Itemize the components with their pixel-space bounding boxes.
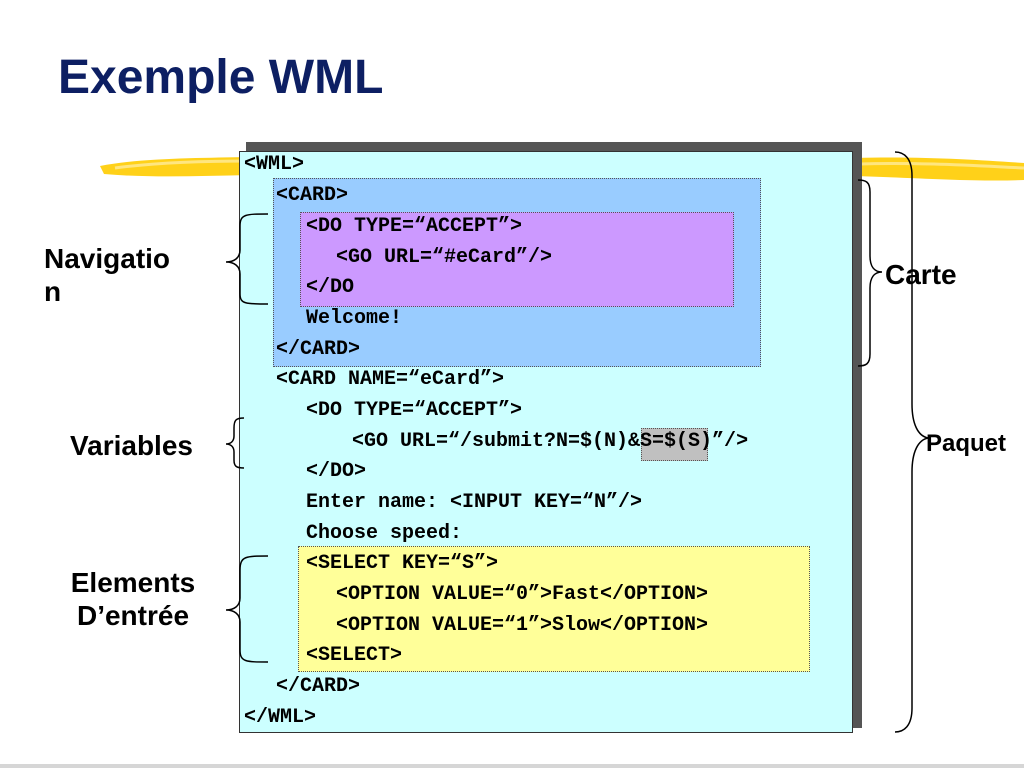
code-line: </CARD> [276,675,361,698]
navigation-label: Navigatio n [44,242,170,308]
code-line: </DO> [306,460,367,483]
code-line: <GO URL=“#eCard”/> [336,246,553,269]
elements-label-line1: Elements [70,567,196,598]
paquet-bracket [894,151,929,733]
select-region [298,546,810,672]
carte-bracket [857,179,883,367]
code-line: </DO [306,276,355,299]
paquet-label: Paquet [926,430,1007,457]
code-line: <OPTION VALUE=“0”>Fast</OPTION> [336,583,709,606]
slide-title: Exemple WML [58,51,384,104]
variable-highlight [641,428,708,461]
variables-label: Variables [70,430,193,461]
code-line: <CARD NAME=“eCard”> [276,368,505,391]
code-line: <CARD> [276,184,349,207]
code-line: Choose speed: [306,522,463,545]
code-line: </WML> [244,706,317,729]
navigation-label-line2: n [44,276,62,307]
do-region [300,212,734,307]
footer-divider [0,764,1024,768]
code-line: Welcome! [306,307,403,330]
code-line: <OPTION VALUE=“1”>Slow</OPTION> [336,614,709,637]
code-line: <DO TYPE=“ACCEPT”> [306,215,523,238]
code-line: <GO URL=“/submit?N=$(N)&S=$(S)”/> [352,430,749,453]
navigation-bracket [225,213,269,305]
entree-bracket [225,555,269,663]
elements-label-line2: D’entrée [76,600,190,631]
navigation-label-line1: Navigatio [44,243,171,274]
carte-label: Carte [885,259,957,290]
code-line: <SELECT> [306,644,403,667]
code-line: <SELECT KEY=“S”> [306,552,499,575]
code-line: Enter name: <INPUT KEY=“N”/> [306,491,643,514]
code-line: </CARD> [276,338,361,361]
variables-bracket [225,417,245,469]
code-line: <WML> [244,153,305,176]
code-line: <DO TYPE=“ACCEPT”> [306,399,523,422]
elements-entree-label: Elements D’entrée [48,566,218,632]
